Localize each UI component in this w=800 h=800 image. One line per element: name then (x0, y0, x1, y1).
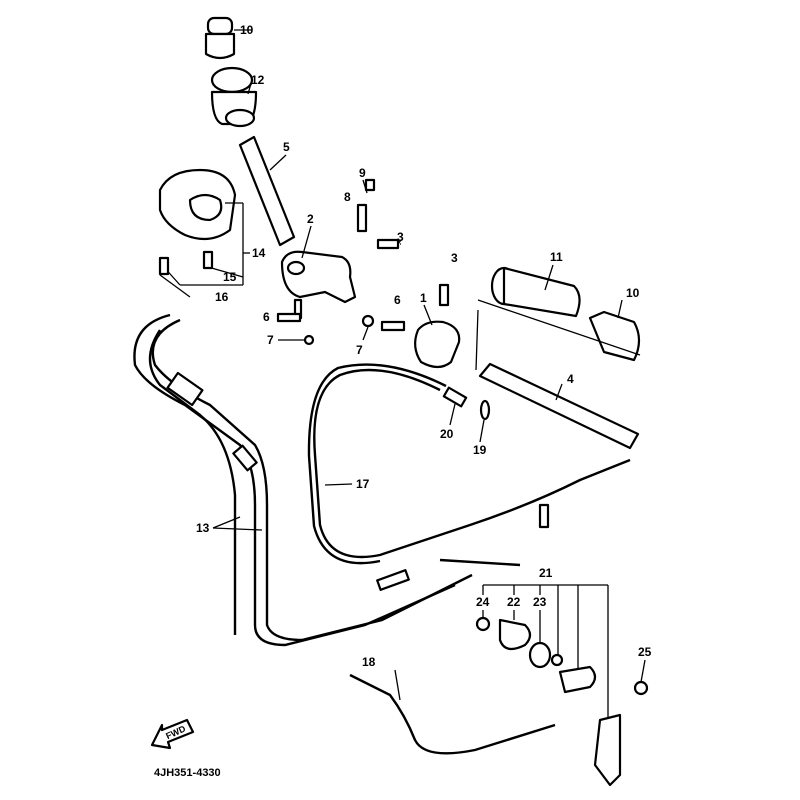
callout-3-left: 3 (397, 230, 404, 244)
assembly-21-part (475, 584, 649, 787)
cable-17-inner (307, 363, 447, 565)
callout-6-right: 6 (394, 293, 401, 307)
handlebar-right-part (475, 309, 640, 450)
fwd-arrow-icon: FWD (150, 718, 195, 750)
holder-1-part (361, 283, 461, 369)
grip-left-part (210, 66, 258, 128)
callout-23: 23 (533, 595, 547, 609)
callout-1: 1 (420, 291, 427, 305)
throttle-holder-part (276, 178, 402, 346)
callout-18: 18 (362, 655, 376, 669)
callout-20: 20 (440, 427, 454, 441)
callout-12: 12 (251, 73, 265, 87)
cable-13-part (133, 313, 521, 647)
handlebar-left-part (238, 135, 296, 247)
callout-7-right: 7 (356, 343, 363, 357)
grip-end-left-part (204, 16, 252, 60)
callout-16: 16 (215, 290, 229, 304)
callout-9: 9 (359, 166, 366, 180)
callout-7-left: 7 (267, 333, 274, 347)
callout-2: 2 (307, 212, 314, 226)
grip-right-part (477, 264, 641, 362)
callout-24: 24 (476, 595, 490, 609)
adjuster-part (442, 386, 491, 443)
callout-11: 11 (550, 250, 563, 264)
callout-21: 21 (539, 566, 553, 580)
callout-19: 19 (473, 443, 487, 457)
callout-5: 5 (283, 140, 290, 154)
cable-17-part (313, 368, 631, 559)
callout-3-right: 3 (451, 251, 458, 265)
callout-13: 13 (196, 521, 210, 535)
callout-15: 15 (223, 270, 237, 284)
callout-10: 10 (240, 23, 254, 37)
switch-housing-part (158, 168, 250, 298)
callout-17: 17 (356, 477, 370, 491)
callout-6-left: 6 (263, 310, 270, 324)
callout-14: 14 (252, 246, 266, 260)
callout-25: 25 (638, 645, 652, 659)
callout-22: 22 (507, 595, 521, 609)
callout-4: 4 (567, 372, 574, 386)
callout-10-right: 10 (626, 286, 640, 300)
callout-8: 8 (344, 190, 351, 204)
cable-18-part (349, 673, 556, 755)
part-code: 4JH351-4330 (154, 767, 221, 779)
